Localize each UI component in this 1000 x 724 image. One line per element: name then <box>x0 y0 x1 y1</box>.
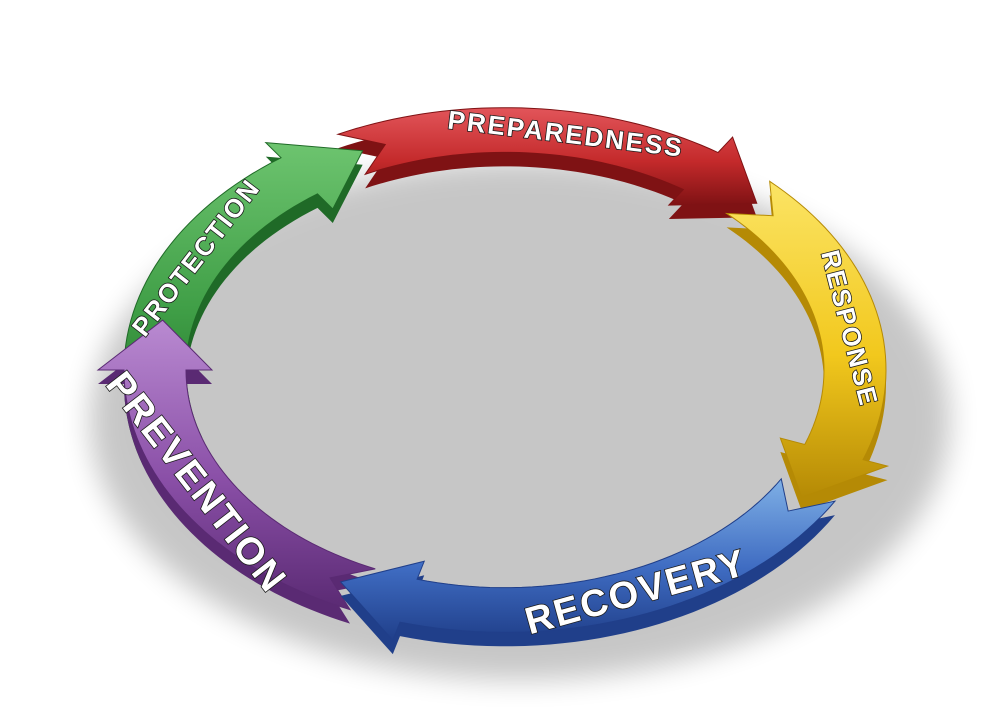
segment-preparedness <box>336 107 758 220</box>
segment-prevention-arrow <box>96 319 376 611</box>
segment-preparedness-arrow <box>336 107 758 206</box>
segment-prevention <box>96 319 376 624</box>
segment-recovery <box>339 477 837 655</box>
segment-recovery-arrow <box>339 477 837 642</box>
segment-response-arrow <box>724 180 890 498</box>
segment-response <box>724 180 890 512</box>
